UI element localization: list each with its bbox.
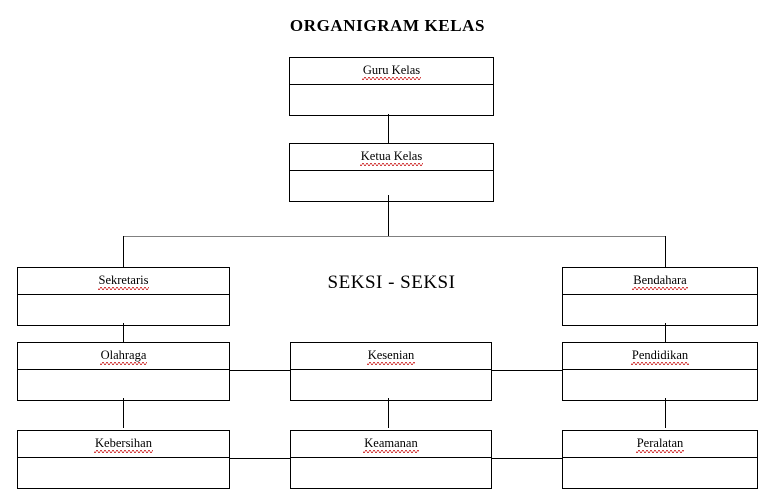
node-label-cell: Olahraga bbox=[18, 343, 229, 370]
node-label-cell: Kebersihan bbox=[18, 431, 229, 458]
node-ketua-kelas[interactable]: Ketua Kelas bbox=[289, 143, 494, 202]
node-olahraga[interactable]: Olahraga bbox=[17, 342, 230, 401]
node-label-cell: Sekretaris bbox=[18, 268, 229, 295]
node-bendahara[interactable]: Bendahara bbox=[562, 267, 758, 326]
node-pendidikan[interactable]: Pendidikan bbox=[562, 342, 758, 401]
node-kebersihan[interactable]: Kebersihan bbox=[17, 430, 230, 489]
connector-olahraga-to-kebersihan bbox=[123, 398, 124, 428]
node-label-kesenian: Kesenian bbox=[366, 348, 415, 365]
node-kesenian[interactable]: Kesenian bbox=[290, 342, 492, 401]
connector-row4-link-right bbox=[492, 458, 562, 459]
node-sekretaris[interactable]: Sekretaris bbox=[17, 267, 230, 326]
node-label-guru-kelas: Guru Kelas bbox=[361, 63, 422, 80]
connector-guru-to-ketua bbox=[388, 114, 389, 143]
connector-level2-bar-right bbox=[388, 236, 665, 237]
connector-row4-link-left bbox=[230, 458, 290, 459]
node-label-sekretaris: Sekretaris bbox=[97, 273, 150, 290]
node-empty-cell[interactable] bbox=[18, 295, 229, 325]
node-keamanan[interactable]: Keamanan bbox=[290, 430, 492, 489]
node-empty-cell[interactable] bbox=[18, 458, 229, 488]
node-peralatan[interactable]: Peralatan bbox=[562, 430, 758, 489]
node-label-cell: Pendidikan bbox=[563, 343, 757, 370]
node-label-ketua-kelas: Ketua Kelas bbox=[359, 149, 424, 166]
node-empty-cell[interactable] bbox=[18, 370, 229, 400]
node-empty-cell[interactable] bbox=[563, 458, 757, 488]
node-label-cell: Keamanan bbox=[291, 431, 491, 458]
node-empty-cell[interactable] bbox=[290, 171, 493, 201]
connector-row3-link-left bbox=[230, 370, 290, 371]
page-title: ORGANIGRAM KELAS bbox=[289, 16, 486, 35]
connector-row3-link-right bbox=[492, 370, 562, 371]
node-label-cell: Peralatan bbox=[563, 431, 757, 458]
node-label-pendidikan: Pendidikan bbox=[630, 348, 690, 365]
connector-kesenian-to-keamanan bbox=[388, 398, 389, 428]
connector-ketua-down bbox=[388, 195, 389, 236]
node-guru-kelas[interactable]: Guru Kelas bbox=[289, 57, 494, 116]
node-empty-cell[interactable] bbox=[291, 370, 491, 400]
connector-level2-bar-left bbox=[123, 236, 388, 237]
connector-pendidikan-to-peralatan bbox=[665, 398, 666, 428]
node-empty-cell[interactable] bbox=[291, 458, 491, 488]
connector-drop-bendahara bbox=[665, 236, 666, 267]
node-empty-cell[interactable] bbox=[563, 295, 757, 325]
connector-bendahara-to-pendidikan bbox=[665, 323, 666, 342]
node-label-cell: Bendahara bbox=[563, 268, 757, 295]
node-label-kebersihan: Kebersihan bbox=[94, 436, 153, 453]
node-label-cell: Guru Kelas bbox=[290, 58, 493, 85]
node-label-cell: Ketua Kelas bbox=[290, 144, 493, 171]
seksi-seksi-label: SEKSI - SEKSI bbox=[327, 272, 456, 293]
node-empty-cell[interactable] bbox=[563, 370, 757, 400]
node-label-cell: Kesenian bbox=[291, 343, 491, 370]
connector-drop-sekretaris bbox=[123, 236, 124, 267]
node-label-bendahara: Bendahara bbox=[632, 273, 689, 290]
node-label-keamanan: Keamanan bbox=[363, 436, 420, 453]
node-label-olahraga: Olahraga bbox=[99, 348, 148, 365]
node-empty-cell[interactable] bbox=[290, 85, 493, 115]
node-label-peralatan: Peralatan bbox=[635, 436, 684, 453]
connector-sekretaris-to-olahraga bbox=[123, 323, 124, 342]
